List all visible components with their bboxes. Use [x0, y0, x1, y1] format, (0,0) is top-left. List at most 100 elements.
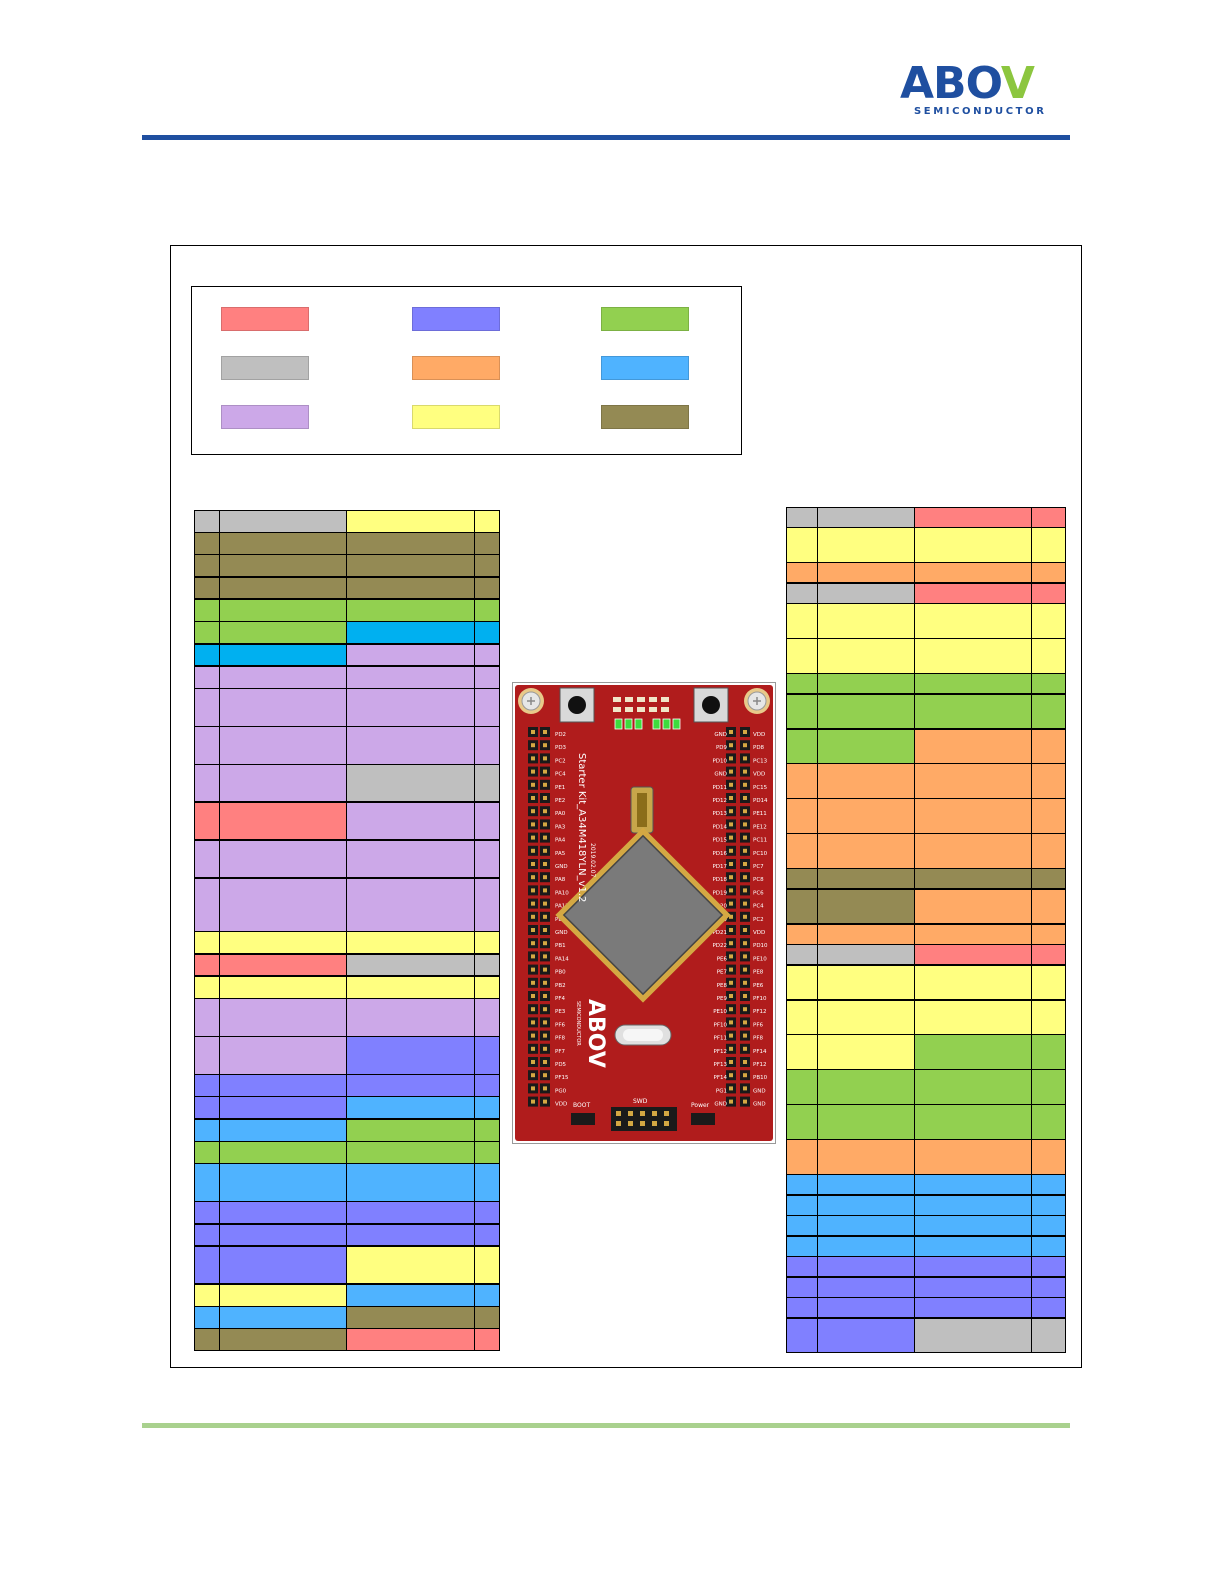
table-cell [915, 1069, 1032, 1105]
header-pin [531, 1046, 535, 1051]
pin-label: PD8 [753, 745, 765, 751]
table-cell [915, 693, 1032, 729]
table-row [786, 638, 1066, 674]
pin-label: PF14 [753, 1049, 767, 1055]
header-pin [543, 967, 547, 972]
table-cell [818, 1277, 915, 1298]
row-divider [786, 526, 1066, 529]
smd-pad [613, 707, 621, 712]
table-cell [194, 510, 220, 533]
table-cell [915, 923, 1032, 945]
pin-label: PD11 [712, 785, 727, 791]
table-cell [786, 1139, 818, 1175]
table-cell [475, 532, 500, 555]
legend-swatch [601, 405, 689, 429]
header-pin [743, 980, 747, 985]
table-row [786, 1215, 1066, 1236]
table-cell [818, 964, 915, 1000]
row-divider [194, 1283, 500, 1285]
table-row [194, 1074, 500, 1097]
table-cell [818, 833, 915, 869]
table-cell [915, 999, 1032, 1035]
table-cell [915, 763, 1032, 799]
header-pin [743, 1020, 747, 1025]
table-cell [194, 554, 220, 577]
header-pin [729, 756, 733, 761]
table-cell [475, 976, 500, 999]
header-pin [531, 967, 535, 972]
table-cell [347, 840, 475, 879]
table-cell [220, 931, 347, 954]
table-cell [1032, 693, 1066, 729]
table-cell [915, 582, 1032, 604]
pin-label: PF4 [555, 996, 565, 1002]
pin-label: PD3 [555, 745, 567, 751]
boot-label: BOOT [573, 1102, 590, 1109]
table-row [194, 1163, 500, 1202]
table-row [786, 693, 1066, 729]
table-cell [347, 1223, 475, 1247]
figure-frame [170, 245, 1082, 1368]
row-divider [194, 725, 500, 728]
pin-label: PC2 [753, 917, 764, 923]
table-cell [1032, 923, 1066, 945]
header-pin [743, 914, 747, 919]
table-cell [786, 923, 818, 945]
header-pin [543, 941, 547, 946]
header-pin [531, 888, 535, 893]
row-divider [194, 839, 500, 841]
row-divider [786, 728, 1066, 730]
table-cell [475, 1201, 500, 1224]
header-pin [729, 888, 733, 893]
row-divider [786, 602, 1066, 605]
header-pin [729, 914, 733, 919]
table-cell [1032, 833, 1066, 869]
table-row [786, 868, 1066, 889]
header-pin [743, 1060, 747, 1064]
pin-label: GND [714, 732, 727, 738]
header-pin [729, 835, 733, 840]
table-cell [1032, 1215, 1066, 1236]
header-pin [743, 1086, 747, 1091]
row-divider [786, 999, 1066, 1001]
pin-label: PC7 [753, 864, 764, 870]
table-cell [818, 798, 915, 834]
legend-swatch [601, 356, 689, 380]
header-pin [531, 756, 535, 761]
pin-label: PE10 [753, 956, 767, 962]
table-cell [194, 726, 220, 765]
table-cell [220, 1306, 347, 1329]
table-cell [1032, 1235, 1066, 1257]
table-cell [475, 998, 500, 1037]
header-pin [729, 941, 733, 946]
table-cell [1032, 603, 1066, 639]
pin-label: VDD [753, 772, 765, 778]
table-cell [194, 1201, 220, 1224]
row-divider [786, 923, 1066, 925]
header-pin [543, 954, 547, 959]
header-pin [729, 848, 733, 853]
board-logo-group: ABOV [583, 999, 608, 1068]
row-divider [194, 1095, 500, 1098]
pin-label: PF7 [555, 1049, 565, 1055]
table-cell [818, 1215, 915, 1236]
table-cell [786, 888, 818, 924]
table-cell [347, 688, 475, 727]
table-row [194, 621, 500, 644]
header-pin [531, 941, 535, 946]
swd-label: SWD [633, 1098, 648, 1105]
header-pin [743, 769, 747, 774]
table-cell [475, 1074, 500, 1097]
pin-label: PA10 [555, 890, 569, 896]
table-row [786, 1069, 1066, 1105]
header-pin [743, 875, 747, 880]
row-divider [194, 975, 500, 977]
table-cell [915, 868, 1032, 889]
pin-label: GND [714, 772, 727, 778]
power-label: Power [691, 1102, 710, 1109]
pin-label: PC6 [753, 890, 764, 896]
table-row [786, 798, 1066, 834]
header-pin [743, 835, 747, 840]
pin-label: PD22 [712, 943, 727, 949]
pin-label: PE7 [717, 970, 728, 976]
